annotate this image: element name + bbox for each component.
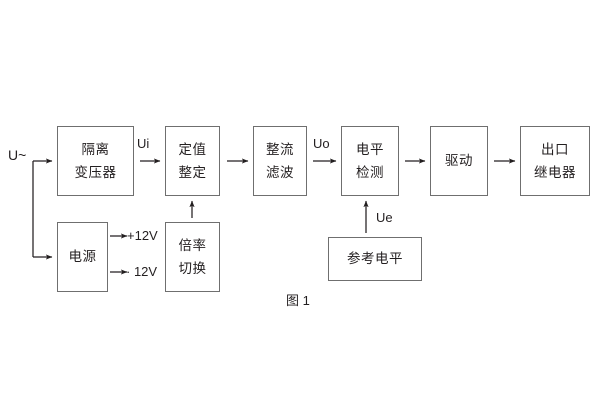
block-label-line2: 变压器: [74, 164, 117, 180]
negative-12v-label: · 12V: [126, 264, 158, 279]
ue-signal-label: Ue: [376, 210, 393, 225]
block-label-line2: 滤波: [266, 164, 294, 180]
block-label-line1: 定值: [178, 142, 207, 157]
block-output-relay[interactable]: 出口 继电器: [520, 126, 590, 196]
block-reference-level[interactable]: 参考电平: [328, 237, 422, 281]
block-label-line1: 出口: [541, 142, 569, 157]
block-label-line1: 电平: [356, 142, 384, 157]
block-label-line1: 参考电平: [347, 251, 403, 267]
block-setting-value[interactable]: 定值 整定: [165, 126, 220, 196]
block-label-line1: 倍率: [178, 238, 207, 253]
block-level-detection[interactable]: 电平 检测: [341, 126, 399, 196]
uo-signal-label: Uo: [313, 136, 330, 151]
block-label-line2: 整定: [178, 164, 207, 180]
block-driver[interactable]: 驱动: [430, 126, 488, 196]
block-label-line2: 检测: [356, 164, 384, 180]
block-isolation-transformer[interactable]: 隔离 变压器: [57, 126, 134, 196]
block-label-line2: 切换: [178, 260, 207, 276]
input-voltage-label: U~: [8, 147, 27, 163]
figure-caption: 图 1: [286, 293, 310, 308]
positive-12v-label: +12V: [127, 228, 158, 243]
ui-signal-label: Ui: [137, 136, 150, 151]
block-label-line1: 隔离: [81, 142, 110, 157]
block-label-line2: 继电器: [534, 164, 576, 180]
block-label-line1: 驱动: [445, 153, 473, 169]
block-power-supply[interactable]: 电源: [57, 222, 108, 292]
block-label-line1: 整流: [266, 142, 294, 157]
block-multiplier-switch[interactable]: 倍率 切换: [165, 222, 220, 292]
block-label-line1: 电源: [68, 249, 97, 265]
block-rectifier-filter[interactable]: 整流 滤波: [253, 126, 307, 196]
